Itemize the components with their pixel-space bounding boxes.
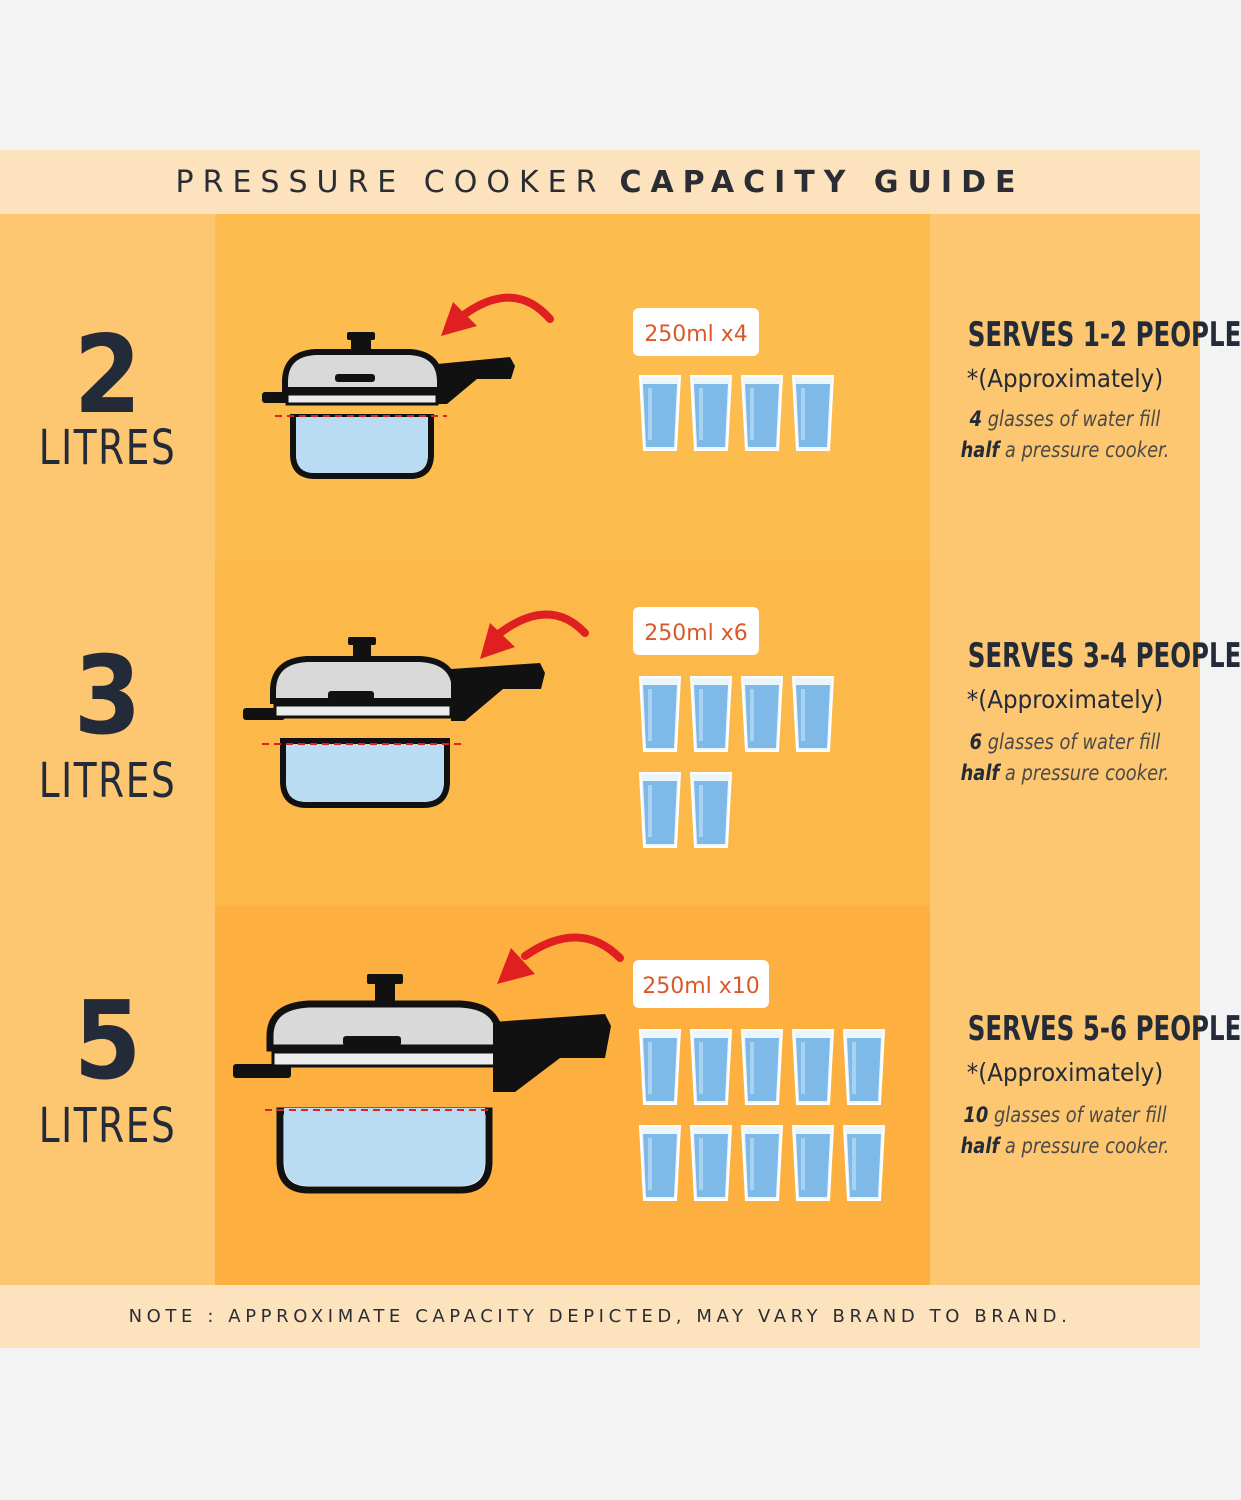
row-3-litres: 3 LITRES 250ml x6 SERVES 3-4 PEO	[0, 561, 1241, 906]
approx-label: *(Approximately)	[966, 685, 1164, 714]
title-light: PRESSURE COOKER	[175, 164, 606, 200]
water-glass-icon	[791, 1029, 835, 1105]
illustration: 250ml x6	[243, 607, 835, 848]
water-glass-icon	[689, 375, 733, 451]
row-5-litres: 5 LITRES 250ml x10 SERVES 5-6 PE	[0, 906, 1241, 1285]
water-glass-icon	[638, 1125, 682, 1201]
glass-group	[638, 1029, 886, 1201]
footer-band: NOTE : APPROXIMATE CAPACITY DEPICTED, MA…	[0, 1285, 1200, 1348]
capacity-unit: LITRES	[38, 753, 177, 809]
illustration: 250ml x10	[233, 933, 886, 1201]
arrow-head	[480, 623, 515, 659]
water-glass-icon	[842, 1029, 886, 1105]
title-bold: CAPACITY GUIDE	[619, 164, 1025, 200]
desc-line2: a pressure cooker.	[1004, 438, 1170, 462]
desc-line1: glasses of water fill	[993, 1103, 1167, 1127]
desc-line2: a pressure cooker.	[1004, 761, 1170, 785]
badge-text: 250ml x10	[642, 974, 760, 999]
serves-label: SERVES 3-4 PEOPLE	[967, 636, 1241, 676]
capacity-number: 2	[73, 313, 142, 438]
water-glass-icon	[791, 375, 835, 451]
info-panel: SERVES 3-4 PEOPLE *(Approximately) 6 gla…	[930, 561, 1241, 906]
info-panel: SERVES 5-6 PEOPLE *(Approximately) 10 gl…	[930, 906, 1241, 1285]
glass-group	[638, 375, 835, 451]
water-glass-icon	[689, 1029, 733, 1105]
illustration: 250ml x4	[262, 293, 835, 479]
capacity-unit: LITRES	[38, 1098, 177, 1154]
water-glass-icon	[791, 676, 835, 752]
capacity-number: 3	[73, 634, 142, 759]
description: 6 glasses of water fill half a pressure …	[950, 727, 1180, 789]
badge-box	[633, 308, 759, 356]
water-glass-icon	[638, 772, 682, 848]
water-glass-icon	[791, 1125, 835, 1201]
arrow-head	[441, 302, 477, 336]
desc-line1: glasses of water fill	[987, 407, 1161, 431]
curved-arrow-icon	[496, 610, 589, 637]
water-glass-icon	[842, 1125, 886, 1201]
desc-count: 6	[969, 730, 983, 754]
arrow-head	[497, 948, 535, 984]
water-glass-icon	[689, 1125, 733, 1201]
water-glass-icon	[740, 1125, 784, 1201]
description: 4 glasses of water fill half a pressure …	[950, 404, 1180, 466]
serves-label: SERVES 1-2 PEOPLE	[967, 315, 1241, 355]
desc-half: half	[960, 1134, 1000, 1158]
row-2-litres: 2 LITRES 250ml x4 SERVES 1-2 PEO	[0, 214, 1241, 561]
water-glass-icon	[740, 1029, 784, 1105]
water-glass-icon	[740, 676, 784, 752]
water-glass-icon	[638, 1029, 682, 1105]
pressure-cooker-icon	[233, 974, 611, 1194]
left-panel: 5 LITRES	[0, 906, 215, 1285]
left-panel: 3 LITRES	[0, 561, 215, 906]
capacity-number: 5	[73, 979, 142, 1104]
desc-count: 10	[963, 1103, 989, 1127]
water-glass-icon	[740, 375, 784, 451]
badge-text: 250ml x4	[644, 322, 748, 347]
badge-box	[633, 607, 759, 655]
desc-line2: a pressure cooker.	[1004, 1134, 1170, 1158]
water-glass-icon	[638, 676, 682, 752]
illustration-panel: 250ml x6	[215, 561, 930, 906]
description: 10 glasses of water fill half a pressure…	[950, 1100, 1180, 1162]
approx-label: *(Approximately)	[966, 1058, 1164, 1087]
desc-half: half	[960, 761, 1000, 785]
desc-line1: glasses of water fill	[987, 730, 1161, 754]
curved-arrow-icon	[461, 293, 554, 323]
info-panel: SERVES 1-2 PEOPLE *(Approximately) 4 gla…	[930, 214, 1241, 561]
capacity-unit: LITRES	[38, 420, 177, 476]
header-band: PRESSURE COOKER CAPACITY GUIDE	[0, 150, 1200, 214]
illustration-panel: 250ml x10	[215, 906, 930, 1285]
pressure-cooker-icon	[243, 637, 545, 808]
water-glass-icon	[638, 375, 682, 451]
approx-label: *(Approximately)	[966, 364, 1164, 393]
left-panel: 2 LITRES	[0, 214, 215, 561]
serves-label: SERVES 5-6 PEOPLE	[967, 1009, 1241, 1049]
badge-box	[633, 960, 769, 1008]
pressure-cooker-icon	[262, 332, 515, 479]
desc-half: half	[960, 438, 1000, 462]
illustration-panel: 250ml x4	[215, 214, 930, 561]
water-glass-icon	[689, 772, 733, 848]
desc-count: 4	[969, 407, 983, 431]
footer-note: NOTE : APPROXIMATE CAPACITY DEPICTED, MA…	[128, 1306, 1072, 1327]
glass-group	[638, 676, 835, 848]
water-glass-icon	[689, 676, 733, 752]
badge-text: 250ml x6	[644, 621, 748, 646]
curved-arrow-icon	[521, 933, 624, 962]
